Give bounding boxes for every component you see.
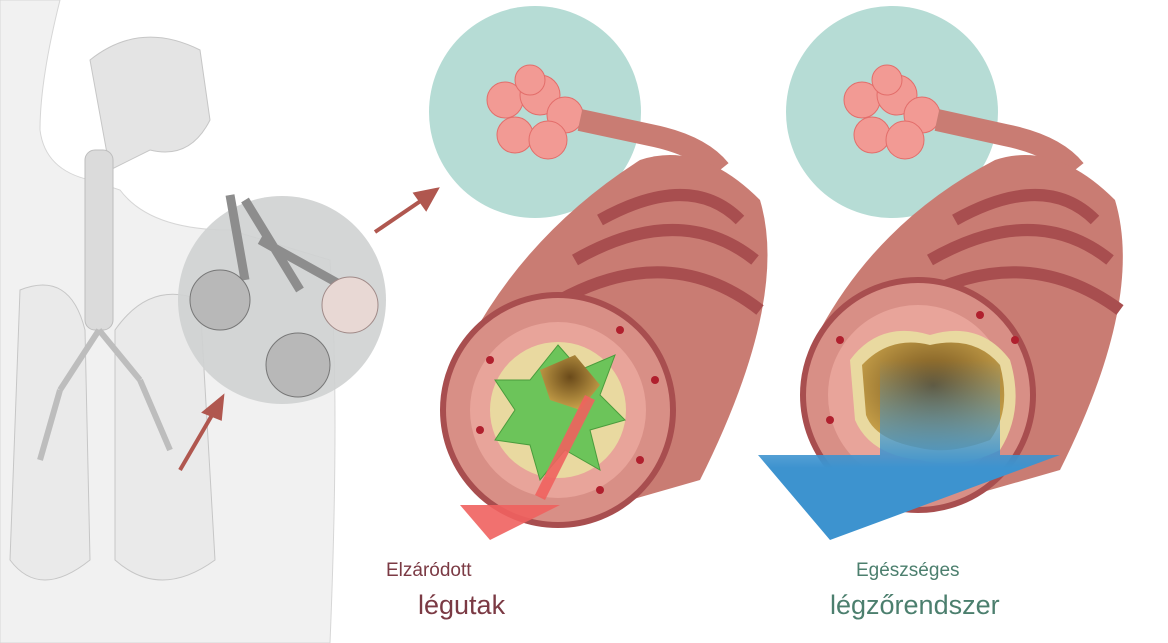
healthy-label-line2: légzőrendszer (830, 590, 1000, 620)
arrows-zoom (178, 187, 440, 472)
healthy-label-line1: Egészséges (856, 560, 960, 581)
magnified-bronchioles (178, 194, 386, 404)
blocked-airway (429, 6, 768, 540)
blocked-air-arrow (460, 395, 595, 540)
blocked-label-line1: Elzáródott (386, 560, 472, 581)
torso-anatomy (0, 0, 336, 643)
healthy-airway (758, 6, 1124, 540)
alveoli-cluster-left (486, 64, 584, 160)
blocked-label-line2: légutak (418, 590, 506, 620)
alveoli-cluster-right (843, 64, 941, 160)
healthy-air-arrow (758, 360, 1060, 540)
